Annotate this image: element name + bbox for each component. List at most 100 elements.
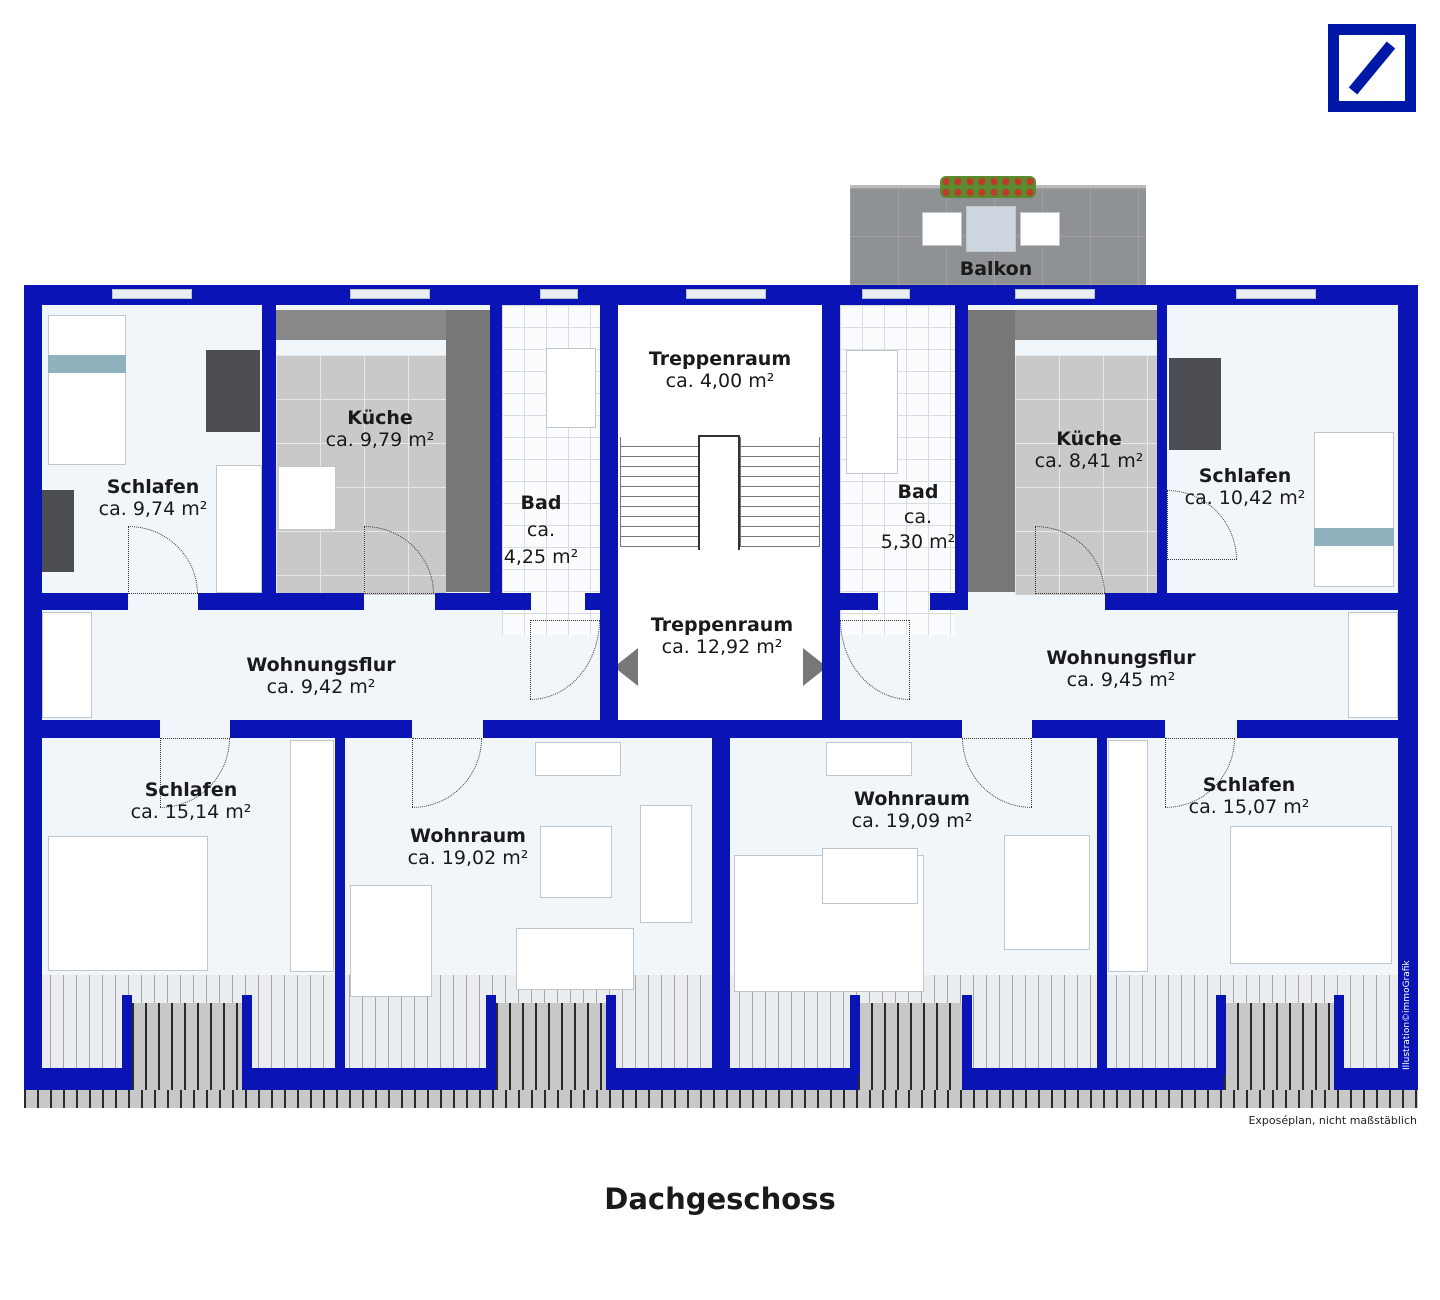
flower-box xyxy=(940,176,1036,198)
window xyxy=(1015,289,1095,299)
dormer-wall xyxy=(486,995,496,1075)
armchair xyxy=(640,805,692,923)
wardrobe xyxy=(1108,740,1148,972)
room-area: ca. 19,02 m² xyxy=(407,847,529,869)
window xyxy=(540,289,578,299)
coffee-table xyxy=(822,848,918,904)
tv-board xyxy=(826,742,912,776)
room-area: ca. xyxy=(526,519,556,541)
wall xyxy=(1097,720,1107,1090)
balcony-chair xyxy=(922,212,962,246)
room-name: Treppenraum xyxy=(650,614,794,636)
stairs-right xyxy=(740,437,820,547)
wall xyxy=(1105,593,1398,610)
room-name: Bad xyxy=(897,481,939,503)
wardrobe xyxy=(1348,612,1398,718)
eaves xyxy=(24,1090,1418,1108)
room-area: ca. xyxy=(903,506,933,528)
room-area: ca. 9,74 m² xyxy=(98,498,208,520)
window xyxy=(112,289,192,299)
wall xyxy=(600,285,618,720)
wall-bottom xyxy=(1334,1068,1398,1090)
bed xyxy=(1314,432,1394,587)
dormer-wall xyxy=(1216,995,1226,1075)
wall-bottom xyxy=(42,1068,132,1090)
room-area: 5,30 m² xyxy=(880,531,956,553)
wall xyxy=(335,720,345,1090)
pillow xyxy=(48,355,126,373)
room-area: ca. 8,41 m² xyxy=(1034,450,1144,472)
room-area: 4,25 m² xyxy=(503,546,579,568)
shower xyxy=(546,348,596,428)
desk xyxy=(206,350,260,432)
room-name: Wohnraum xyxy=(410,825,526,847)
room-area: ca. 15,14 m² xyxy=(130,801,252,823)
room-name: Schlafen xyxy=(106,476,200,498)
room-name: Schlafen xyxy=(1202,774,1296,796)
room-area: ca. 12,92 m² xyxy=(661,636,783,658)
stair-core xyxy=(698,435,740,550)
tv-board xyxy=(535,742,621,776)
room-area: ca. 9,42 m² xyxy=(266,676,376,698)
balcony-table xyxy=(966,206,1016,252)
wardrobe xyxy=(42,612,92,718)
bed xyxy=(48,315,126,465)
wall xyxy=(712,720,730,1090)
wall-left xyxy=(24,285,42,1090)
wall xyxy=(822,285,840,720)
window xyxy=(1236,289,1316,299)
coffee-table xyxy=(540,826,612,898)
room-area: ca. 4,00 m² xyxy=(665,370,775,392)
dormer-wall xyxy=(1334,995,1344,1075)
window xyxy=(862,289,910,299)
dining-table xyxy=(1004,835,1090,950)
double-bed xyxy=(1230,826,1392,964)
room-name: Schlafen xyxy=(1198,465,1292,487)
desk xyxy=(1169,358,1221,450)
room-name: Schlafen xyxy=(144,779,238,801)
room-name: Bad xyxy=(520,492,562,514)
wall xyxy=(198,593,364,610)
room-area: ca. 9,45 m² xyxy=(1066,669,1176,691)
slash-icon xyxy=(1348,41,1396,95)
bank-logo xyxy=(1328,24,1416,112)
scale-note: Exposéplan, nicht maßstäblich xyxy=(1248,1114,1417,1127)
kitchen-table xyxy=(278,466,336,530)
room-name: Küche xyxy=(347,407,413,429)
wall xyxy=(42,593,128,610)
wall xyxy=(1157,285,1167,595)
room-name: Küche xyxy=(1056,428,1122,450)
dormer-wall xyxy=(962,995,972,1075)
dormer-wall xyxy=(606,995,616,1075)
wall xyxy=(1237,720,1398,738)
room-name: Treppenraum xyxy=(648,348,792,370)
room-area: ca. 15,07 m² xyxy=(1188,796,1310,818)
kitchen-counter xyxy=(1015,310,1157,340)
room-name: Wohnungsflur xyxy=(246,654,396,676)
room-name: Wohnungsflur xyxy=(1046,647,1196,669)
arrow-left-icon xyxy=(614,648,638,686)
wall xyxy=(840,593,878,610)
wall-bottom xyxy=(242,1068,496,1090)
bathtub xyxy=(846,350,898,474)
wall xyxy=(42,720,160,738)
wall xyxy=(930,593,968,610)
illustration-credit: Illustration©immoGrafik xyxy=(1402,960,1412,1070)
wall-bottom xyxy=(606,1068,858,1090)
wardrobe xyxy=(290,740,334,972)
room-area: ca. 9,79 m² xyxy=(325,429,435,451)
window xyxy=(686,289,766,299)
wall-right xyxy=(1398,285,1418,1090)
wardrobe xyxy=(216,465,262,593)
balcony-chair xyxy=(1020,212,1060,246)
room-name: Balkon xyxy=(959,258,1033,280)
wall xyxy=(490,285,502,595)
wall-bottom xyxy=(962,1068,1224,1090)
sofa xyxy=(516,928,634,990)
pillow xyxy=(1314,528,1394,546)
wall xyxy=(435,593,531,610)
room-area: ca. 19,09 m² xyxy=(851,810,973,832)
room-name: Wohnraum xyxy=(854,788,970,810)
room-area: ca. 10,42 m² xyxy=(1184,487,1306,509)
